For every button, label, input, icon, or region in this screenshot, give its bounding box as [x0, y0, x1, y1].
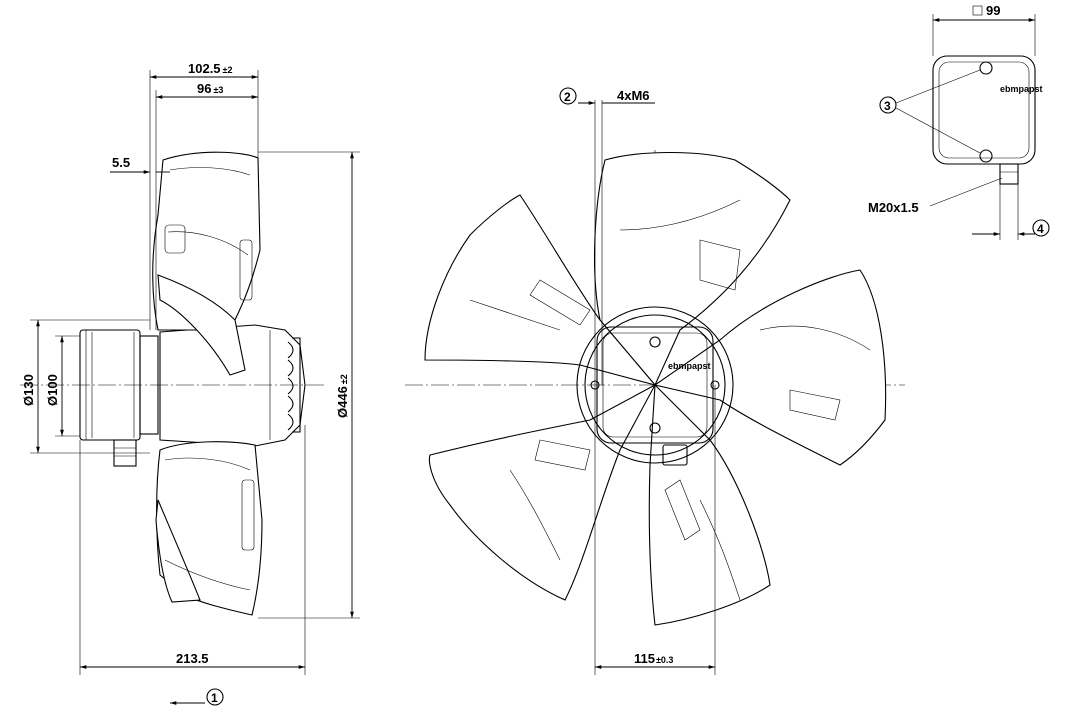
hub-terminal-box	[596, 326, 714, 444]
terminal-screw-top	[979, 61, 993, 75]
dim-motor-outer-dia: Ø130	[21, 374, 36, 406]
cable-thread: M20x1.5	[868, 200, 919, 215]
blade-4	[428, 383, 657, 601]
marker-screws: 3	[884, 99, 891, 113]
marker-hole: 2	[564, 90, 571, 104]
fan-blades	[424, 151, 887, 626]
marker-hole-circle	[559, 87, 577, 105]
square-symbol	[972, 5, 983, 16]
terminal-box-outline	[932, 55, 1036, 165]
terminal-cable-gland	[999, 163, 1019, 185]
cooling-fins	[287, 337, 301, 433]
dim-diameter: Ø446±2	[335, 374, 350, 418]
dim-total-length: 213.5	[176, 651, 209, 666]
dim-square: 99	[986, 3, 1000, 18]
blade-lower-tip	[155, 499, 201, 603]
marker-cable: 4	[1037, 222, 1044, 236]
front-view: ebmpapst 2 4xM6 115±0.3	[405, 87, 905, 675]
blade-2	[653, 269, 887, 466]
side-view: 102.5±2 96±3 5.5 Ø130 Ø100 Ø446±2 213.5 …	[20, 61, 360, 706]
motor-flange	[139, 335, 159, 435]
blade-details	[469, 199, 871, 601]
dim-blade-depth: 96±3	[197, 81, 223, 96]
thread-label: 4xM6	[617, 88, 650, 103]
blade-mid-profile	[157, 274, 246, 376]
flow-marker: 1	[211, 691, 218, 705]
hub-screw-top	[649, 336, 661, 348]
flow-marker-circle	[206, 688, 224, 706]
terminal-screw-bottom	[979, 149, 993, 163]
blade-3	[648, 383, 771, 626]
hub-brand: ebmpapst	[668, 361, 711, 371]
dim-offset: 5.5	[112, 155, 130, 170]
marker-cable-circle	[1032, 219, 1050, 237]
hub-screw-bottom	[649, 422, 661, 434]
dim-motor-inner-dia: Ø100	[45, 374, 60, 406]
terminal-box-view: ebmpapst 99 3 M20x1.5 4	[868, 3, 1050, 240]
hub-outer-ring	[576, 306, 734, 464]
dim-overall-depth: 102.5±2	[188, 61, 233, 76]
hub-inner-ring	[584, 314, 726, 456]
marker-screws-circle	[879, 96, 897, 114]
terminal-brand: ebmpapst	[1000, 84, 1043, 94]
hub-cable-gland	[662, 444, 688, 466]
dim-bolt-spacing: 115±0.3	[634, 651, 673, 666]
